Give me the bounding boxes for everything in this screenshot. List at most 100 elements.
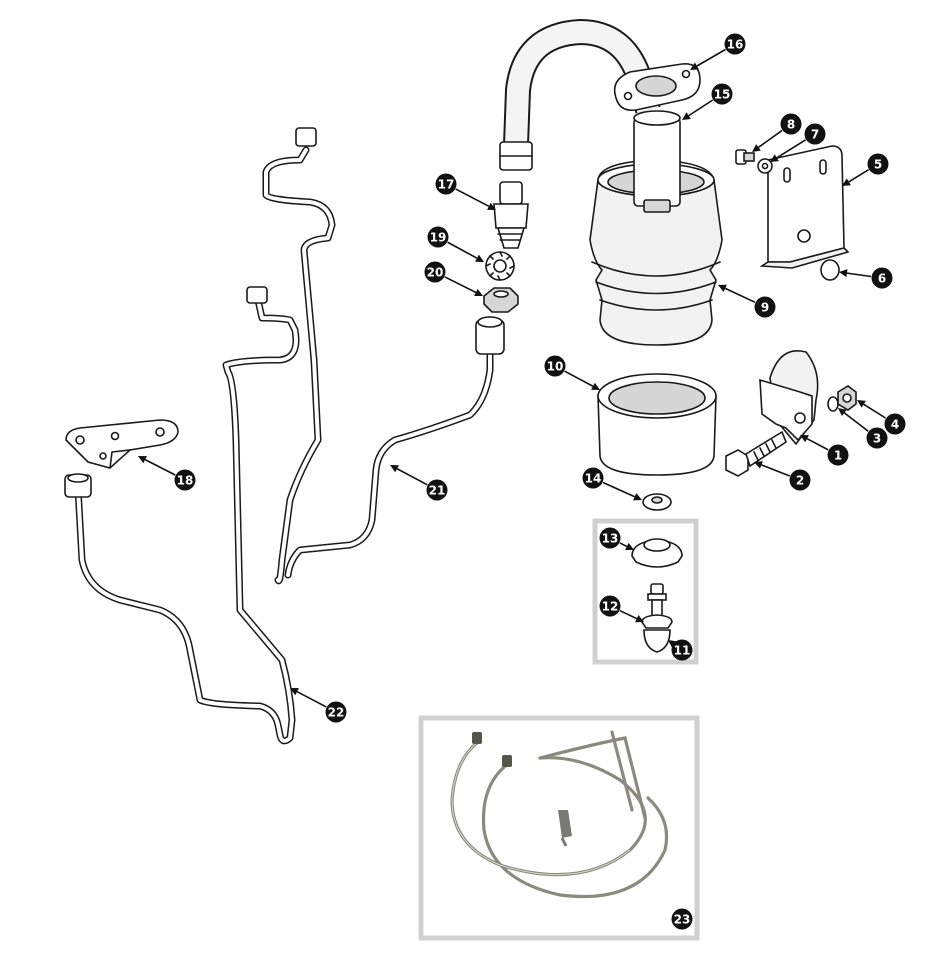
callout-number-19: 19	[430, 231, 447, 245]
callout-circle-18	[174, 469, 196, 491]
nut-20	[483, 287, 519, 313]
washer-14	[642, 493, 672, 511]
tubing-kit-23	[450, 730, 669, 899]
callout-number-14: 14	[585, 472, 602, 486]
callout-16: 16	[690, 33, 746, 70]
arrowhead-4	[857, 400, 866, 408]
leader-line-22	[296, 690, 327, 708]
callout-circle-9	[754, 296, 776, 318]
callout-number-11: 11	[674, 644, 691, 658]
arrowhead-11	[668, 640, 677, 648]
callout-number-8: 8	[787, 118, 795, 132]
callout-number-1: 1	[834, 449, 842, 463]
callout-circle-4	[884, 413, 906, 435]
callout-number-12: 12	[602, 600, 619, 614]
callout-7: 7	[770, 123, 826, 162]
washer-3	[827, 396, 839, 412]
nut-4	[837, 385, 857, 411]
callout-number-23: 23	[674, 913, 691, 927]
arrowhead-16	[690, 62, 699, 70]
fitting-17	[493, 181, 529, 249]
callout-number-15: 15	[714, 88, 731, 102]
callout-number-3: 3	[873, 432, 881, 446]
mount-1	[759, 350, 819, 446]
callout-22: 22	[290, 688, 347, 723]
leader-line-20	[444, 276, 477, 294]
valve-12	[641, 583, 673, 629]
callout-9: 9	[718, 284, 776, 318]
arrowhead-10	[591, 382, 600, 390]
arrowhead-18	[138, 456, 147, 464]
leader-line-7	[776, 139, 807, 159]
callout-circle-7	[804, 123, 826, 145]
callout-11: 11	[668, 639, 693, 661]
callout-circle-21	[426, 479, 448, 501]
leader-line-1	[806, 438, 829, 451]
leader-line-5	[848, 169, 870, 183]
callout-number-9: 9	[761, 301, 769, 315]
callout-circle-8	[780, 113, 802, 135]
leader-line-9	[724, 287, 756, 304]
leader-line-19	[447, 241, 478, 259]
callout-6: 6	[839, 267, 893, 289]
callout-13: 13	[599, 527, 634, 550]
arrowhead-13	[625, 542, 634, 550]
cup-10	[597, 373, 717, 476]
arrowhead-19	[475, 254, 484, 262]
callout-2: 2	[754, 461, 811, 491]
bump-stop-13	[631, 538, 683, 568]
flange-16	[613, 63, 701, 112]
callout-number-2: 2	[796, 474, 804, 488]
callout-8: 8	[752, 113, 802, 152]
arrowhead-9	[718, 284, 727, 293]
screw-8	[735, 149, 755, 165]
callout-circle-22	[325, 701, 347, 723]
callout-number-13: 13	[602, 532, 619, 546]
arrowhead-14	[633, 493, 642, 501]
leader-line-21	[396, 468, 428, 486]
leader-line-16	[696, 48, 726, 67]
callout-20: 20	[424, 261, 483, 296]
callout-21: 21	[390, 465, 448, 501]
arrowhead-3	[838, 408, 847, 417]
hose-assembly	[499, 19, 661, 171]
arrowhead-22	[290, 688, 299, 696]
air-spring-9	[589, 159, 723, 346]
callout-circle-1	[827, 444, 849, 466]
callout-4: 4	[857, 400, 906, 435]
callout-14: 14	[582, 467, 642, 501]
callout-circle-12	[599, 595, 621, 617]
callout-3: 3	[838, 408, 888, 449]
leader-line-3	[843, 412, 869, 432]
plug-6	[820, 259, 840, 281]
callout-circle-13	[599, 527, 621, 549]
callout-number-4: 4	[891, 418, 899, 432]
leader-line-8	[758, 129, 783, 148]
leader-line-18	[144, 458, 176, 476]
arrowhead-17	[487, 202, 496, 210]
leader-line-2	[761, 464, 791, 477]
arrowhead-5	[842, 178, 851, 186]
callout-23: 23	[671, 908, 693, 930]
callout-number-22: 22	[328, 706, 345, 720]
callout-circle-17	[435, 173, 457, 195]
callout-18: 18	[138, 456, 196, 491]
arrowhead-20	[474, 288, 483, 296]
callout-number-10: 10	[547, 360, 564, 374]
callout-circle-11	[671, 639, 693, 661]
callout-circle-19	[427, 226, 449, 248]
arrowhead-15	[682, 112, 691, 120]
callout-10: 10	[544, 355, 600, 390]
arrowhead-2	[754, 461, 763, 469]
leader-line-14	[602, 481, 636, 498]
bolt-2	[725, 430, 787, 477]
bracket-5	[759, 145, 850, 269]
pipe-21	[284, 316, 505, 579]
callout-19: 19	[427, 226, 484, 262]
callout-circle-16	[724, 33, 746, 55]
leader-line-17	[455, 188, 490, 208]
arrowhead-6	[839, 269, 848, 278]
callout-number-5: 5	[874, 158, 882, 172]
callout-5: 5	[842, 153, 889, 186]
